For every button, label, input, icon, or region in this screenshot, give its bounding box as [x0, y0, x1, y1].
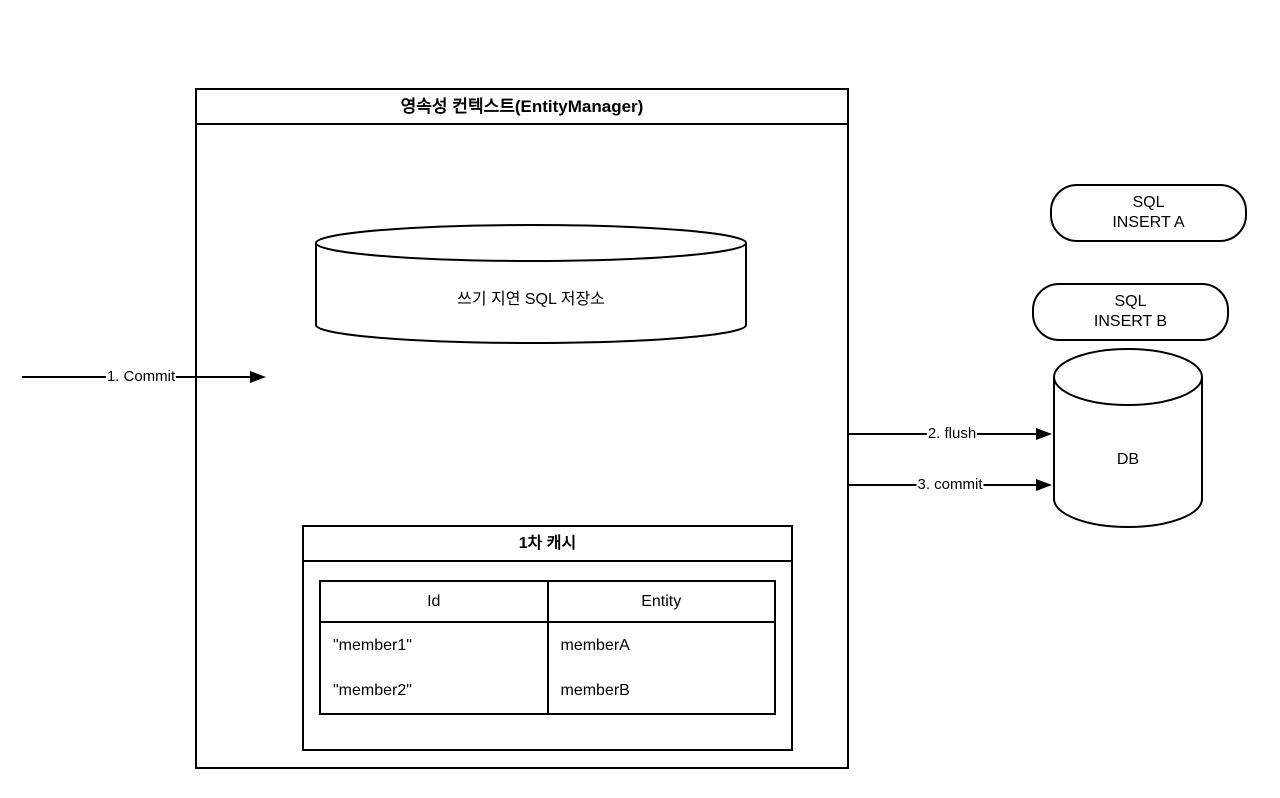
- cache-cell-entity: memberB: [546, 668, 775, 713]
- cache-table: Id Entity "member1" memberA "member2" me…: [319, 580, 776, 715]
- sql-insert-a-line1: SQL: [1132, 194, 1165, 211]
- sql-insert-b-line1: SQL: [1114, 293, 1147, 310]
- sql-insert-b-box: SQL INSERT B: [1032, 283, 1229, 341]
- cache-table-header: Id Entity: [321, 582, 774, 623]
- db-label: DB: [1116, 451, 1140, 468]
- table-row: "member2" memberB: [321, 668, 774, 713]
- database-cylinder-icon: [315, 224, 747, 344]
- database-cylinder-icon: [1053, 348, 1203, 528]
- db-commit-arrow-label: 3. commit: [916, 476, 984, 493]
- cache-cell-entity: memberA: [546, 623, 775, 668]
- first-level-cache-title: 1차 캐시: [304, 527, 791, 562]
- cache-column-id: Id: [427, 592, 441, 610]
- arrow-right-icon: [1036, 428, 1052, 440]
- cache-cell-id: "member1": [333, 636, 412, 654]
- sql-insert-a-line2: INSERT A: [1112, 214, 1185, 231]
- arrow-right-icon: [250, 371, 266, 383]
- cache-cell-id: "member2": [333, 681, 412, 699]
- db-cylinder: DB: [1052, 347, 1204, 529]
- table-row: "member1" memberA: [321, 623, 774, 668]
- cache-column-entity: Entity: [546, 582, 775, 621]
- commit-arrow-label: 1. Commit: [105, 368, 177, 385]
- write-behind-sql-store-label: 쓰기 지연 SQL 저장소: [457, 291, 605, 308]
- persistence-context-title: 영속성 컨텍스트(EntityManager): [197, 90, 847, 125]
- sql-insert-b-line2: INSERT B: [1093, 313, 1168, 330]
- sql-insert-a-box: SQL INSERT A: [1050, 184, 1247, 242]
- first-level-cache-box: 1차 캐시 Id Entity "member1" memberA "membe…: [302, 525, 793, 751]
- flush-arrow-label: 2. flush: [926, 425, 978, 442]
- write-behind-sql-store-cylinder: 쓰기 지연 SQL 저장소: [314, 223, 748, 345]
- arrow-right-icon: [1036, 479, 1052, 491]
